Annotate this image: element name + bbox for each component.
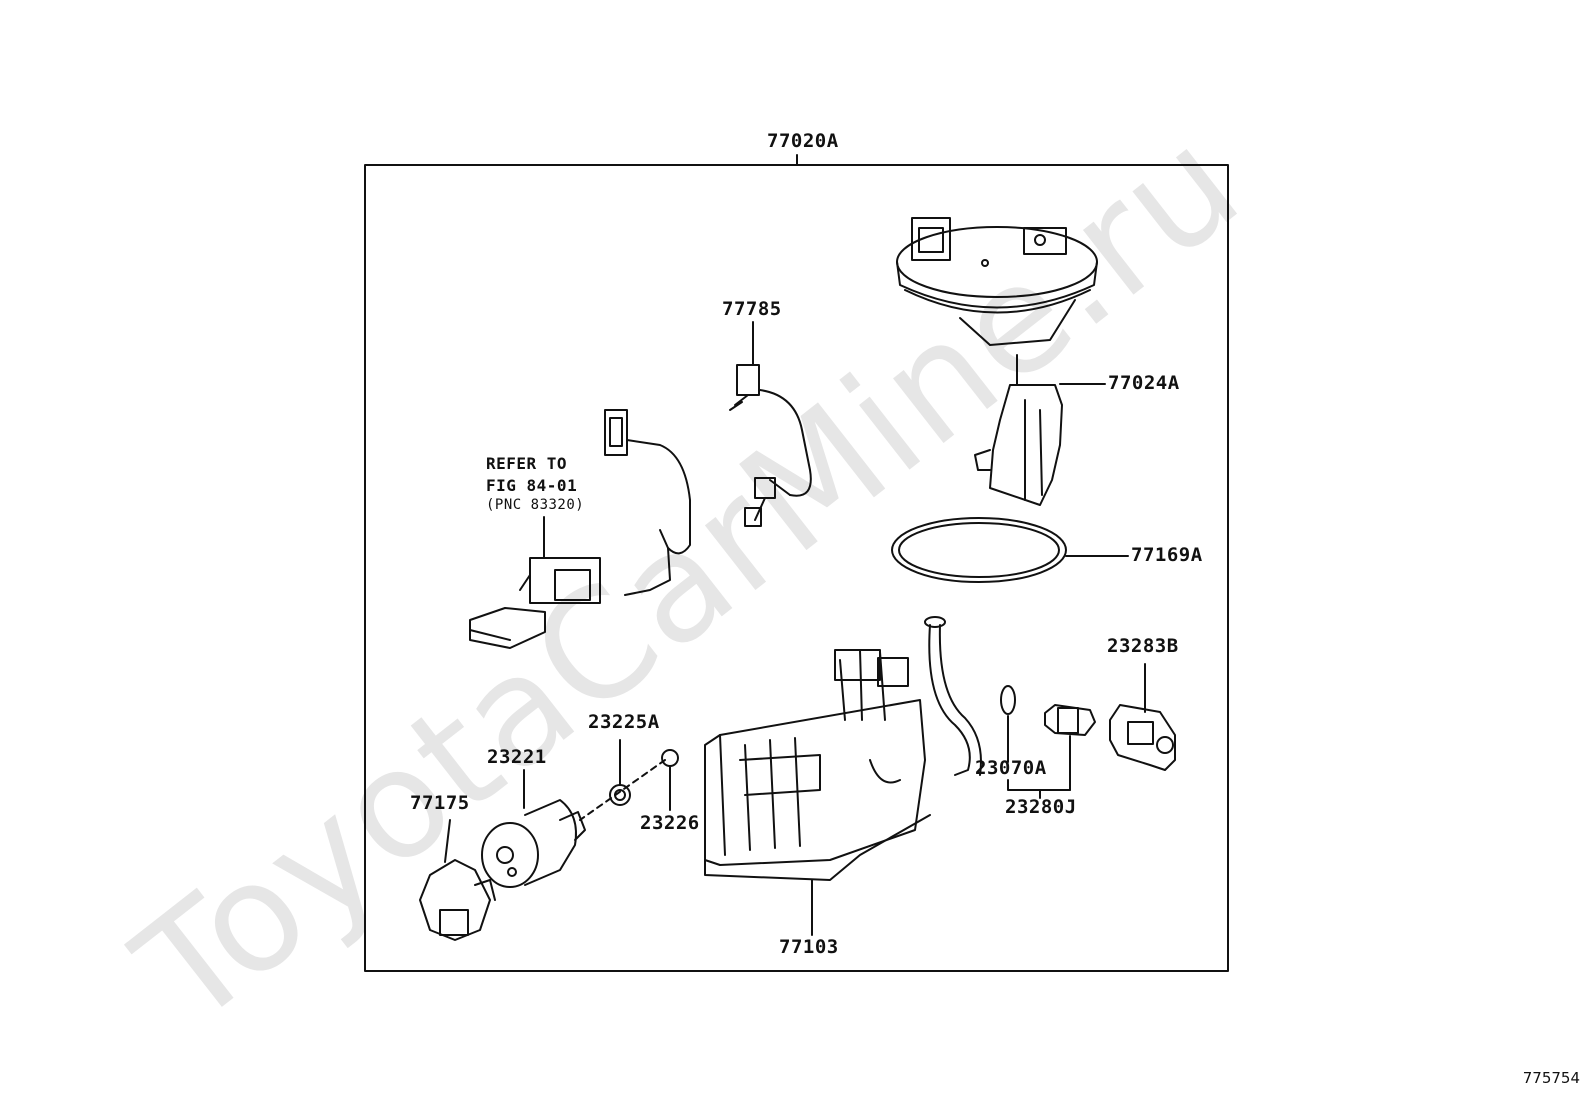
label-23225A: 23225A	[588, 711, 660, 733]
sender-gauge-part	[469, 409, 691, 649]
ref-line-3: (PNC 83320)	[486, 497, 585, 514]
pressure-regulator-part	[1044, 704, 1096, 791]
label-77175: 77175	[410, 792, 470, 814]
leader-23280J-bracket	[1007, 779, 1071, 791]
assembly-line	[579, 759, 666, 821]
fuel-pump-cover-part	[896, 217, 1098, 506]
label-23226: 23226	[640, 812, 700, 834]
label-77024A: 77024A	[1108, 372, 1180, 394]
label-23221: 23221	[487, 746, 547, 768]
label-23283B: 23283B	[1107, 635, 1179, 657]
gasket-ring-part	[891, 517, 1067, 583]
o-ring-part	[1000, 685, 1016, 715]
label-77103: 77103	[779, 936, 839, 958]
label-77785: 77785	[722, 298, 782, 320]
pump-bracket-part	[704, 616, 982, 881]
label-23280J: 23280J	[1005, 796, 1077, 818]
assembly-frame	[364, 164, 1229, 972]
ref-line-1: REFER TO	[486, 454, 568, 473]
leader-77175	[444, 819, 451, 863]
regulator-holder-part	[1109, 704, 1176, 771]
label-23070A: 23070A	[975, 757, 1047, 779]
figure-number: 775754	[1522, 1069, 1580, 1087]
reference-note: REFER TO FIG 84-01 (PNC 83320)	[486, 453, 584, 515]
label-77020A: 77020A	[767, 130, 839, 152]
label-77169A: 77169A	[1131, 544, 1203, 566]
fuel-filter-part	[419, 859, 496, 941]
wire-harness-part	[729, 364, 812, 527]
fuel-pump-part	[481, 799, 586, 888]
ref-line-2: FIG 84-01	[486, 475, 578, 495]
washer-part	[661, 749, 679, 767]
